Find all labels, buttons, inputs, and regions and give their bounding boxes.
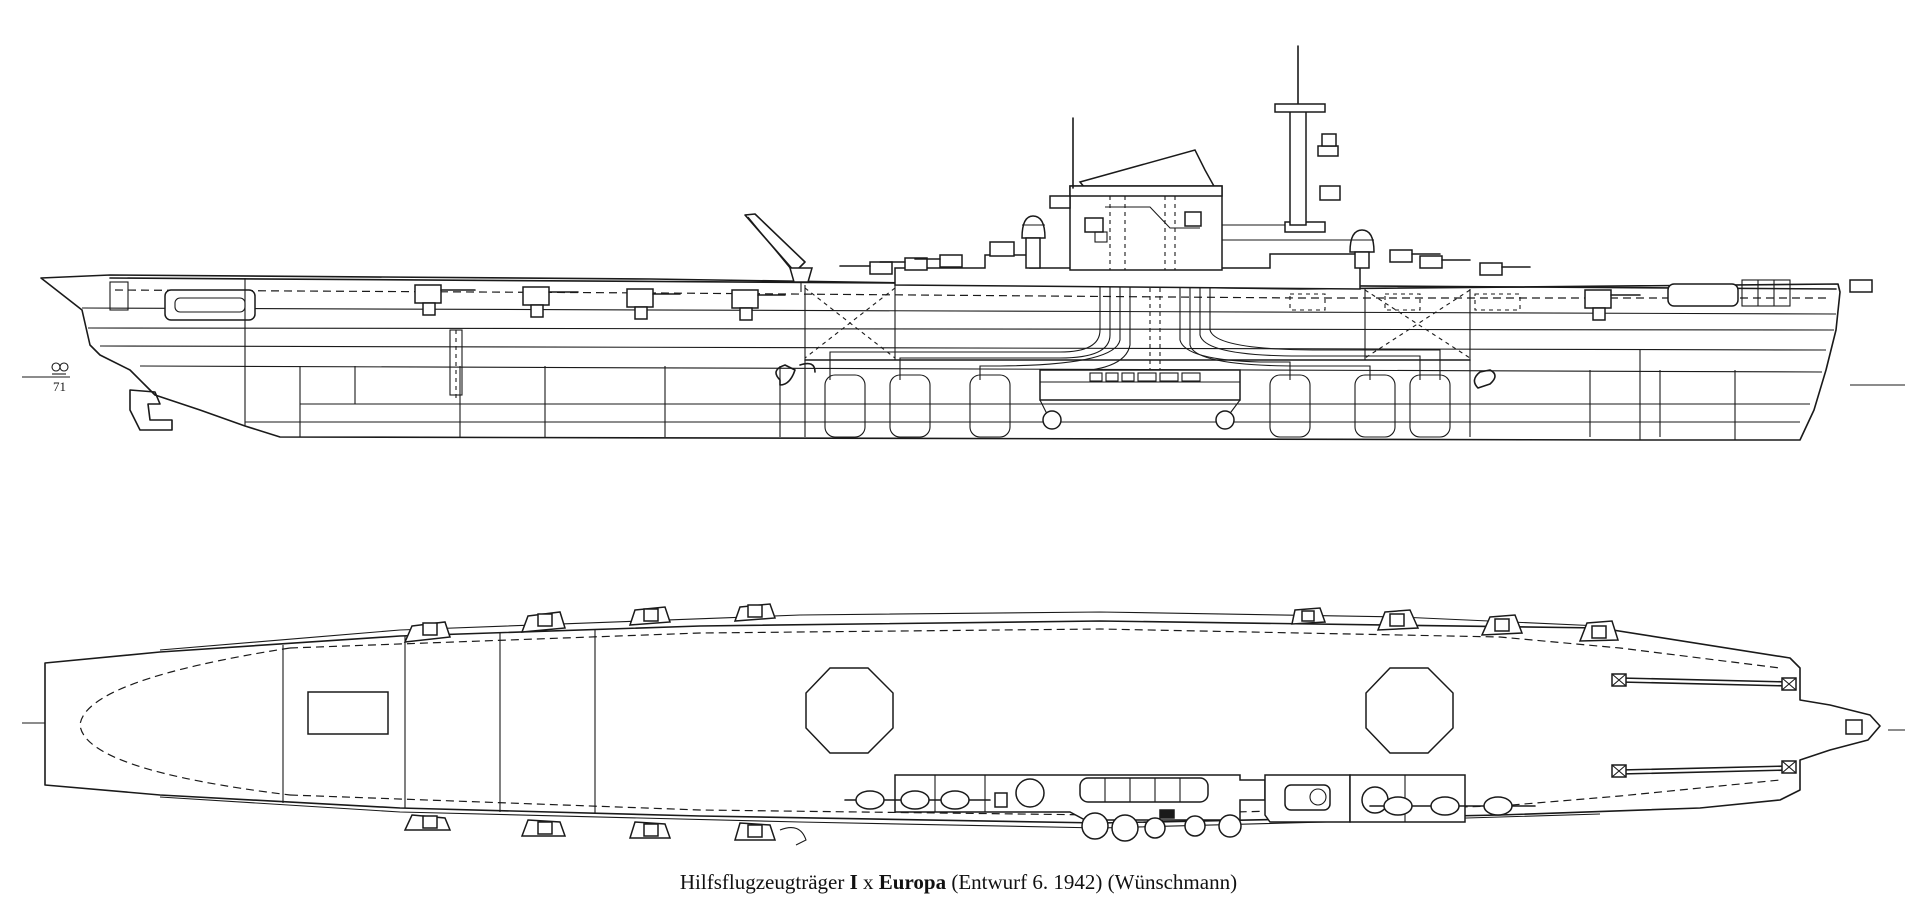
deck-edge-dashed-aft — [79, 647, 291, 796]
deck-edge-dashed-bottom — [289, 779, 1781, 816]
director-plan-aft — [1015, 778, 1045, 808]
caption-prefix: Hilfsflugzeugträger — [679, 870, 850, 894]
bow-windows — [1741, 279, 1791, 307]
island-superstructure — [839, 45, 1531, 290]
crane-plan — [779, 827, 807, 846]
aircraft-elevator-side — [1039, 369, 1241, 401]
gallery-line-top — [159, 611, 1601, 651]
hull-strake-1 — [87, 327, 1835, 331]
fire-control-director-aft — [1021, 215, 1046, 269]
stern-opening — [109, 281, 129, 311]
funnel-cap — [1078, 149, 1217, 189]
hull-strake-3 — [139, 365, 1823, 373]
funnel-plan — [1079, 777, 1209, 803]
rudder — [129, 389, 173, 431]
plan-view — [22, 603, 1905, 846]
profile-gun-mounts — [414, 279, 1873, 321]
hull-compartments — [244, 278, 1736, 440]
aft-elevator — [805, 667, 894, 754]
gun-sponsons-starboard — [403, 603, 1620, 643]
bow-gun — [1849, 279, 1873, 293]
drawing-caption: Hilfsflugzeugträger I x Europa (Entwurf … — [0, 870, 1917, 895]
caption-count: I — [849, 870, 858, 894]
island-aa-guns — [839, 241, 1531, 276]
caption-times: x — [857, 870, 879, 894]
davit-hook-right — [1473, 369, 1496, 389]
bow-opening — [1667, 283, 1739, 307]
aft-deck-hatch — [307, 691, 389, 735]
draft-mark-label: 71 — [53, 379, 66, 394]
hangar-deck-line — [81, 307, 1837, 315]
side-profile-view: 71 — [22, 45, 1905, 441]
aircraft-crane — [744, 213, 813, 292]
machinery-spaces — [775, 200, 1496, 438]
draft-marker-symbol — [51, 362, 69, 375]
hangar-dashed-line — [114, 289, 1830, 299]
fire-control-director-fwd — [1349, 229, 1375, 269]
caption-suffix: (Entwurf 6. 1942) (Wünschmann) — [946, 870, 1238, 894]
hull-strake-2 — [99, 345, 1827, 351]
plan-aa-mounts — [844, 790, 1536, 816]
davit-hook-left — [775, 362, 816, 386]
island-sponsons — [1081, 812, 1242, 842]
catapult-starboard — [1611, 673, 1797, 691]
bow-gun-plan — [1845, 719, 1863, 735]
gun-sponsons-port — [403, 814, 807, 846]
catapult-port — [1611, 760, 1797, 778]
main-mast — [1274, 45, 1341, 226]
island-plan — [894, 774, 1466, 823]
deck-edge-dashed-top — [289, 628, 1781, 669]
caption-ship-name: Europa — [878, 870, 947, 894]
forward-elevator — [1365, 667, 1454, 754]
flight-deck-outline — [44, 620, 1881, 824]
stern-boat-opening — [164, 289, 256, 321]
